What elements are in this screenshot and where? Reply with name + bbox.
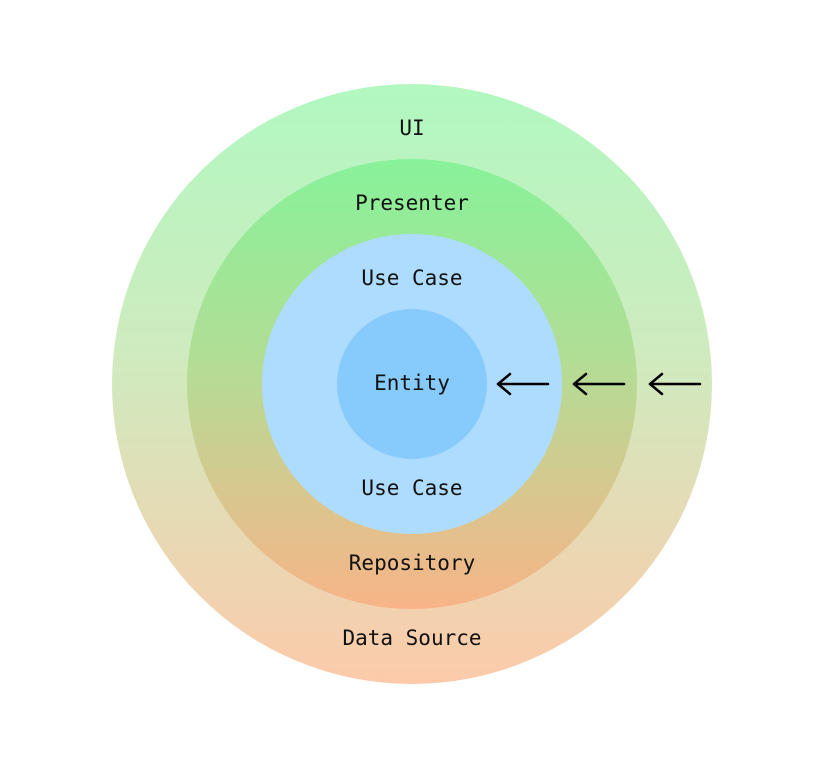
label-ui: UI bbox=[399, 116, 424, 140]
dependency-arrow-1 bbox=[496, 372, 550, 396]
dependency-arrow-3 bbox=[648, 372, 702, 396]
label-entity: Entity bbox=[374, 371, 450, 395]
label-use-case-bottom: Use Case bbox=[361, 476, 462, 500]
dependency-arrow-2 bbox=[572, 372, 626, 396]
core-circle-entity bbox=[337, 309, 487, 459]
label-repository: Repository bbox=[349, 551, 475, 575]
label-presenter: Presenter bbox=[355, 191, 469, 215]
label-data-source: Data Source bbox=[342, 626, 481, 650]
label-use-case-top: Use Case bbox=[361, 266, 462, 290]
